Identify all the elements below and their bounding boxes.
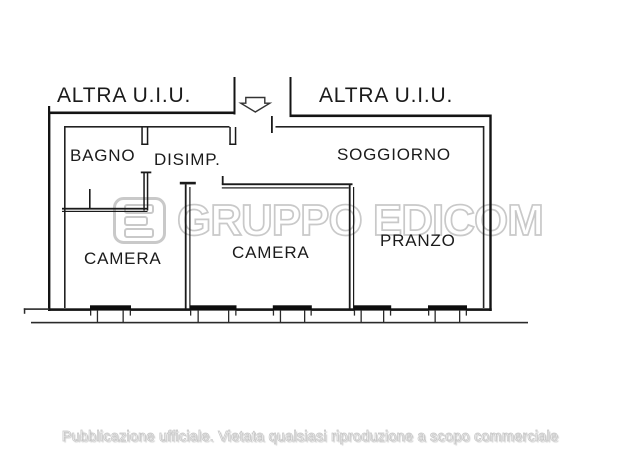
window-ticks <box>90 310 467 316</box>
window-sills <box>90 305 467 311</box>
room-label-bagno: BAGNO <box>70 146 136 165</box>
ground-line <box>23 308 528 324</box>
door-jambs <box>141 116 273 145</box>
room-label-disimp: DISIMP. <box>154 150 221 169</box>
label-altra-uiu-right: ALTRA U.I.U. <box>319 84 454 107</box>
footer-disclaimer: Pubblicazione ufficiale. Vietata qualsia… <box>61 429 559 446</box>
room-label-camera-left: CAMERA <box>84 249 162 268</box>
outer-walls <box>48 77 492 311</box>
room-label-pranzo: PRANZO <box>380 231 456 250</box>
interior-walls <box>62 171 355 309</box>
room-label-soggiorno: SOGGIORNO <box>337 145 451 164</box>
windows <box>90 305 467 323</box>
window-boxes <box>96 310 461 323</box>
entrance-arrow-icon <box>238 96 273 113</box>
inner-wall-faces <box>64 126 485 308</box>
label-altra-uiu-left: ALTRA U.I.U. <box>57 84 192 107</box>
room-label-camera-right: CAMERA <box>232 243 310 262</box>
